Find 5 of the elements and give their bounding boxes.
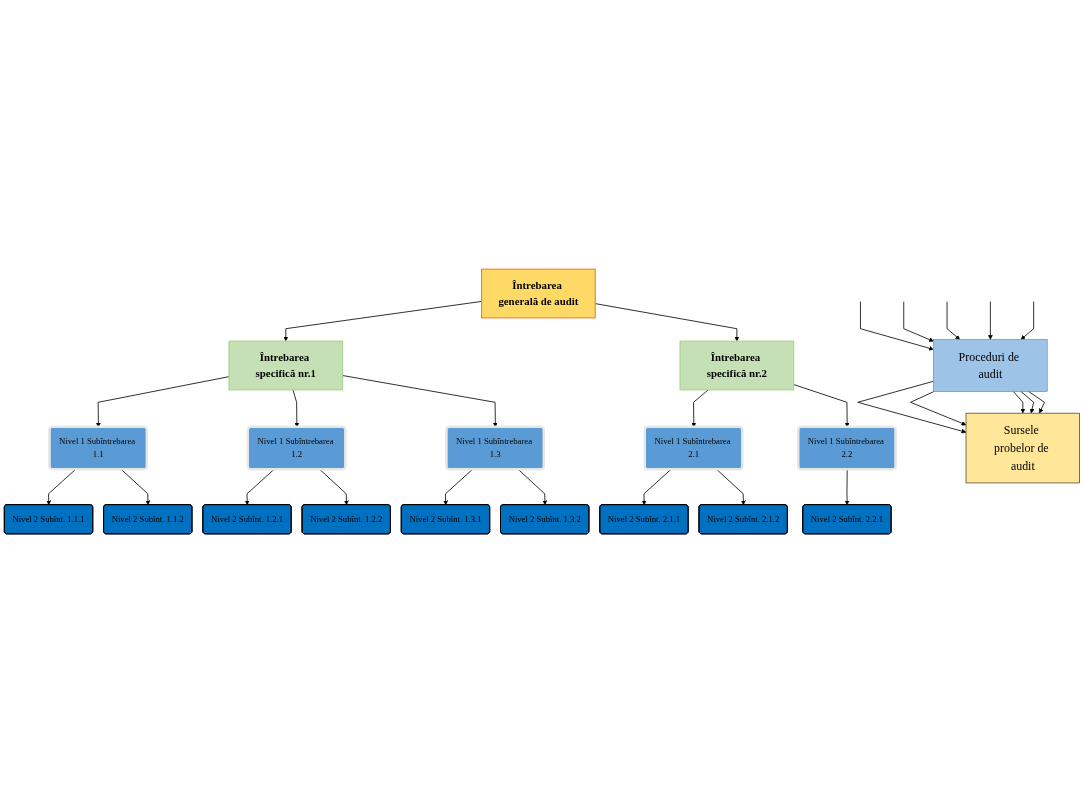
node-box: Sursele probelor de audit bbox=[965, 412, 1080, 484]
node-box: Proceduri de audit bbox=[933, 339, 1048, 392]
node-box: Întrebarea generală de audit bbox=[481, 268, 596, 319]
node-box: Întrebarea specifică nr.1 bbox=[228, 340, 344, 391]
node-box: Întrebarea specifică nr.2 bbox=[679, 340, 795, 391]
